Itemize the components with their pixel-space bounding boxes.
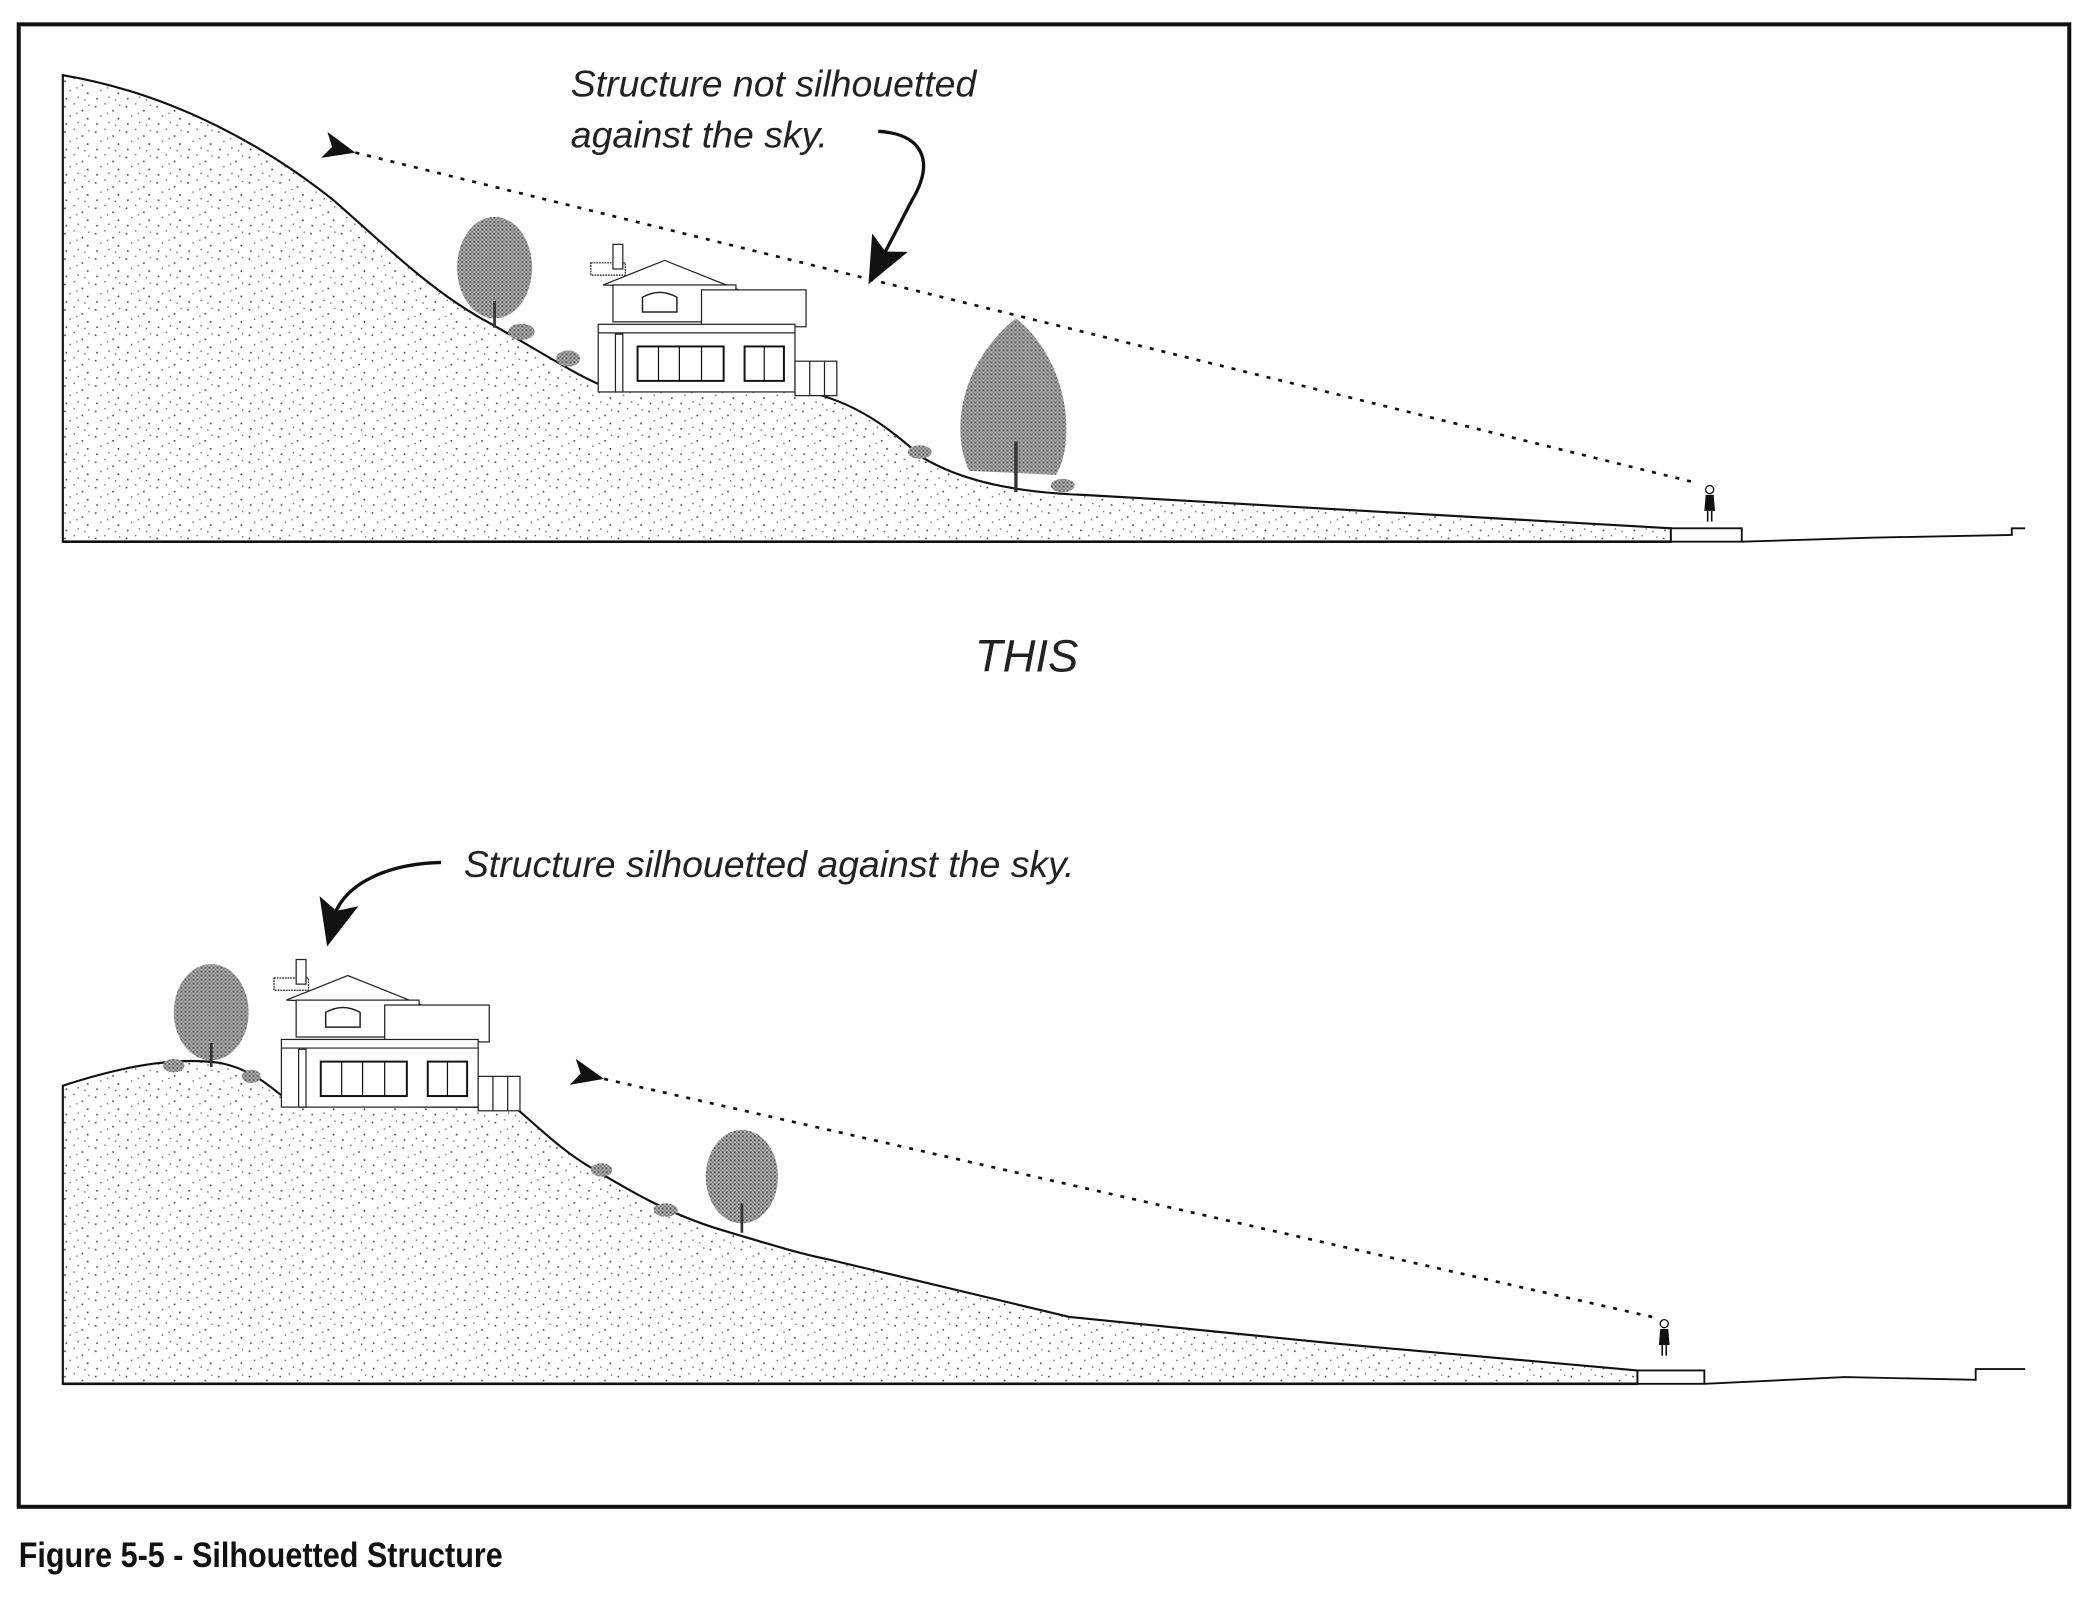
top-label-line1: Structure not silhouetted (571, 63, 978, 105)
top-label-line2: against the sky. (571, 113, 828, 155)
top-street-line (1741, 527, 2026, 543)
top-sightline-arrow (321, 131, 1692, 483)
bottom-tree-right (705, 1129, 778, 1233)
top-shrubs (507, 323, 1075, 493)
figure-caption: Figure 5-5 - Silhouetted Structure (19, 1535, 503, 1574)
bottom-panel: Structure silhouetted against the sky. (61, 843, 2026, 1386)
bottom-callout-arrow (319, 860, 442, 947)
bottom-viewer-person (1658, 1318, 1671, 1357)
bottom-shrubs (163, 1058, 678, 1217)
top-house (589, 243, 838, 397)
bottom-hillside (61, 1059, 1639, 1385)
top-panel: Structure not silhouetted against the sk… (61, 63, 2026, 544)
bottom-street-line (1704, 1368, 2026, 1385)
top-sidewalk (1669, 527, 1743, 543)
bottom-label: Structure silhouetted against the sky. (464, 843, 1075, 885)
top-hillside (61, 73, 1672, 543)
bottom-sidewalk (1636, 1369, 1706, 1385)
top-callout-arrow (868, 129, 926, 285)
figure-border (16, 22, 2072, 1509)
bottom-house (273, 958, 521, 1112)
top-viewer-person (1703, 484, 1716, 523)
divider-this-label: THIS (975, 630, 1079, 681)
top-tree-large (960, 318, 1067, 493)
top-tree-small (457, 216, 533, 328)
bottom-tree-left (173, 964, 249, 1068)
